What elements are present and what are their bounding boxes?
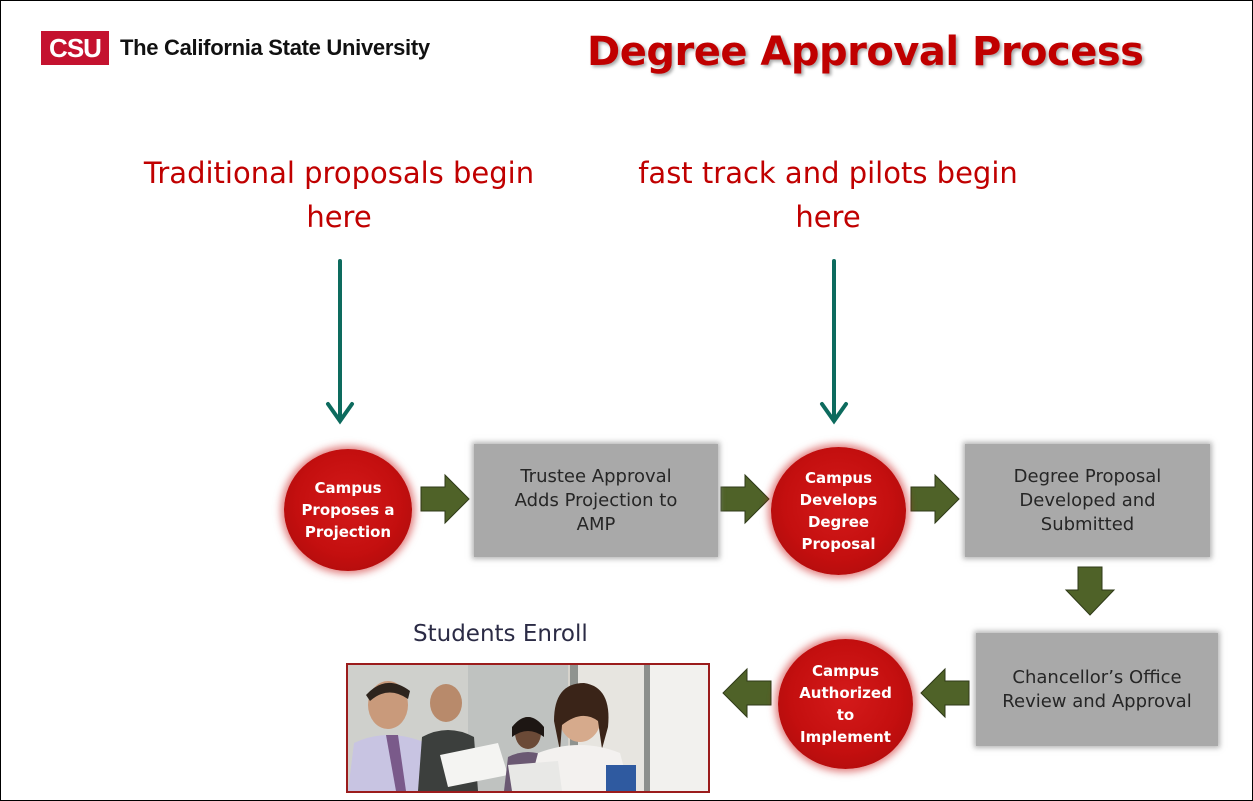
- flow-arrow-left: [722, 667, 772, 719]
- flow-arrow-right: [910, 473, 960, 525]
- flow-arrow-left: [920, 667, 970, 719]
- traditional-entry-arrow: [326, 259, 354, 425]
- step-campus-authorized: Campus Authorized to Implement: [778, 639, 913, 769]
- csu-logo: CSU The California State University: [41, 31, 430, 65]
- flow-arrow-down: [1064, 566, 1116, 616]
- step-trustee-approval-label: Trustee Approval Adds Projection to AMP: [514, 465, 678, 535]
- step-campus-develops-label: Campus Develops Degree Proposal: [799, 469, 878, 553]
- step-trustee-approval: Trustee Approval Adds Projection to AMP: [474, 444, 718, 557]
- step-proposal-submitted: Degree Proposal Developed and Submitted: [965, 444, 1210, 557]
- csu-logo-mark: CSU: [41, 31, 109, 65]
- flow-arrow-right: [420, 473, 470, 525]
- organization-name: The California State University: [120, 35, 430, 60]
- slide-title: Degree Approval Process: [587, 29, 1144, 75]
- students-enroll-label: Students Enroll: [413, 621, 588, 647]
- step-campus-authorized-label: Campus Authorized to Implement: [799, 662, 892, 746]
- fast-track-entry-label: fast track and pilots begin here: [638, 156, 1018, 234]
- step-campus-proposes: Campus Proposes a Projection: [284, 449, 412, 571]
- step-chancellor-review: Chancellor’s Office Review and Approval: [976, 633, 1218, 746]
- step-campus-proposes-label: Campus Proposes a Projection: [301, 479, 395, 541]
- traditional-entry-label: Traditional proposals begin here: [143, 156, 535, 234]
- students-photo-icon: [348, 665, 708, 791]
- step-chancellor-review-label: Chancellor’s Office Review and Approval: [1002, 666, 1192, 712]
- step-campus-develops: Campus Develops Degree Proposal: [771, 447, 906, 575]
- step-proposal-submitted-label: Degree Proposal Developed and Submitted: [1013, 465, 1162, 535]
- students-photo: [346, 663, 710, 793]
- fast-track-entry-arrow: [820, 259, 848, 425]
- flow-arrow-right: [720, 473, 770, 525]
